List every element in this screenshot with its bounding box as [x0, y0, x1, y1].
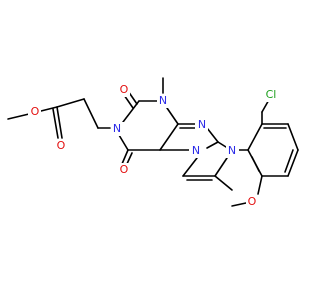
atom-o-c2: O: [120, 83, 129, 96]
molecule-structure: O O N O N O N N N Cl O: [7, 77, 299, 209]
atom-n-fused: N: [192, 144, 200, 157]
bond-c-n-aryl-2: [214, 157, 228, 177]
bond-c6-n3: [118, 134, 129, 151]
bond-c8a-c4a: [159, 123, 179, 151]
bond-c-methyl: [214, 175, 233, 191]
bond-carbonyl-1: [56, 106, 63, 139]
bond-c-n-fused: [206, 141, 219, 149]
atom-n-aryl: N: [228, 144, 236, 157]
bond-aryl-4: [287, 149, 299, 177]
bond-chain-1: [56, 98, 85, 108]
bond-c2-o-2: [123, 94, 134, 109]
atom-n-imine: N: [198, 118, 206, 131]
atom-n3: N: [113, 122, 121, 135]
bond-o-methyl: [231, 202, 247, 207]
bond-aryl-6b: [251, 156, 260, 172]
bond-aryl-o: [257, 175, 263, 195]
atom-n1: N: [159, 94, 167, 107]
bond-aryl-3: [287, 123, 299, 151]
bond-n-imine-c: [206, 127, 219, 143]
bond-aryl-1: [247, 123, 263, 151]
bond-chain-2: [83, 98, 99, 129]
bond-ester-o-c: [40, 106, 58, 112]
atom-cl: Cl: [266, 88, 277, 101]
bond-n1-c8a: [166, 107, 179, 125]
atom-o-ester-link: O: [31, 105, 40, 118]
bond-ester-methyl: [7, 113, 30, 120]
atom-labels: O O N O N O N N N Cl O: [28, 83, 280, 209]
bond-n-fused-ch: [182, 157, 198, 177]
bond-carbonyl-2: [52, 108, 59, 139]
bond-aryl-4b: [284, 149, 294, 173]
bonds: [7, 77, 299, 207]
bond-n3-c2: [119, 100, 140, 127]
bond-c6-o-1: [121, 149, 129, 165]
atom-o-methoxy: O: [248, 195, 257, 208]
bond-c-n-aryl: [217, 141, 227, 148]
atom-o-c6: O: [120, 163, 129, 176]
atom-o-ester-top: O: [57, 139, 66, 152]
